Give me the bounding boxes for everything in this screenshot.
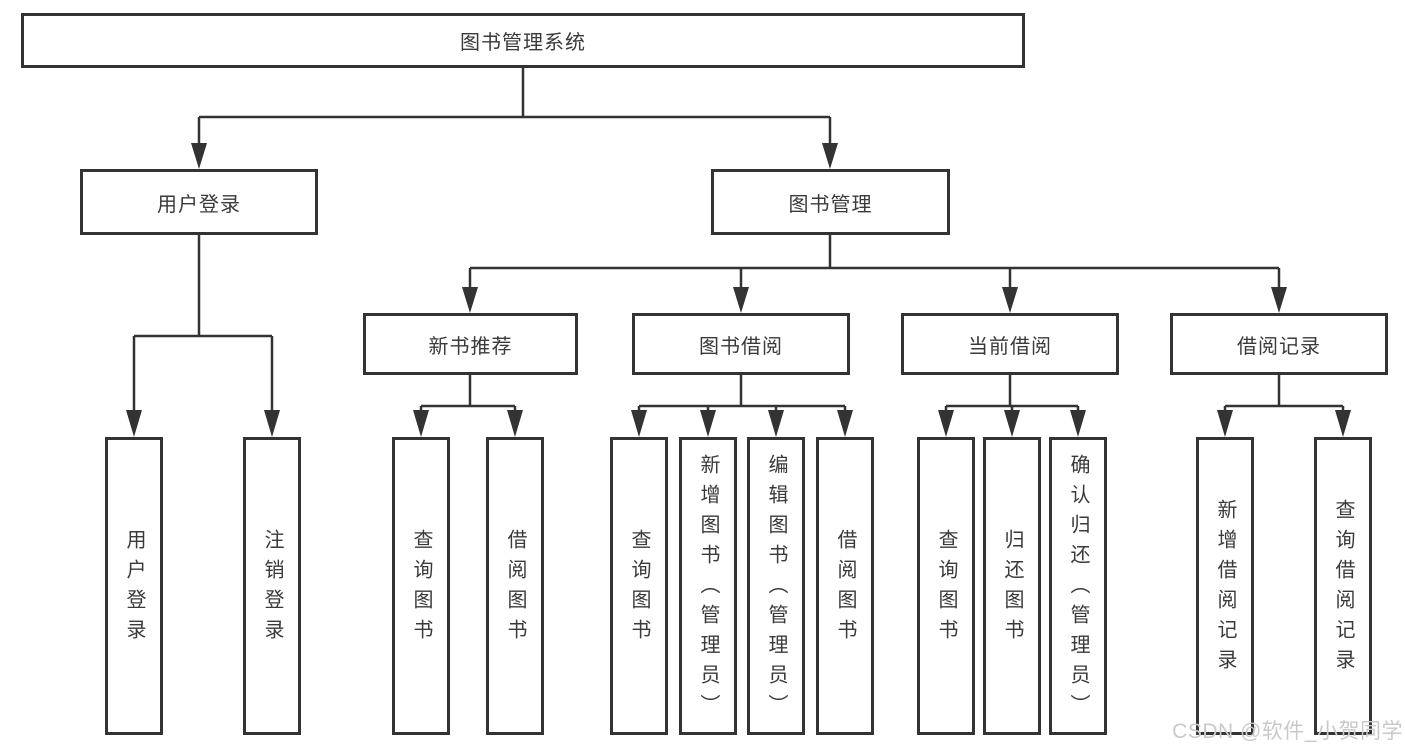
node-book-borrow: 图书借阅: [632, 313, 850, 375]
leaf-borrow-books-recommend: 借阅图书: [486, 437, 544, 735]
leaf-logout: 注销登录: [243, 437, 301, 735]
leaf-user-login: 用户登录: [105, 437, 163, 735]
leaf-borrow-books: 借阅图书: [816, 437, 874, 735]
node-root: 图书管理系统: [21, 13, 1025, 68]
leaf-query-books-borrow: 查询图书: [610, 437, 668, 735]
leaf-query-books-current: 查询图书: [917, 437, 975, 735]
leaf-query-borrow-record: 查询借阅记录: [1314, 437, 1372, 735]
leaf-add-borrow-record: 新增借阅记录: [1196, 437, 1254, 735]
node-borrow-records: 借阅记录: [1170, 313, 1388, 375]
node-current-borrow: 当前借阅: [901, 313, 1119, 375]
watermark: CSDN @软件_小贺同学: [1172, 720, 1403, 743]
leaf-return-book: 归还图书: [983, 437, 1041, 735]
leaf-add-book-admin: 新增图书（管理员）: [679, 437, 737, 735]
leaf-edit-book-admin: 编辑图书（管理员）: [747, 437, 805, 735]
leaf-confirm-return-admin: 确认归还（管理员）: [1049, 437, 1107, 735]
node-new-book-recommend: 新书推荐: [363, 313, 578, 375]
leaf-query-books-recommend: 查询图书: [392, 437, 450, 735]
node-user-login: 用户登录: [80, 169, 318, 235]
node-book-management: 图书管理: [711, 169, 950, 235]
